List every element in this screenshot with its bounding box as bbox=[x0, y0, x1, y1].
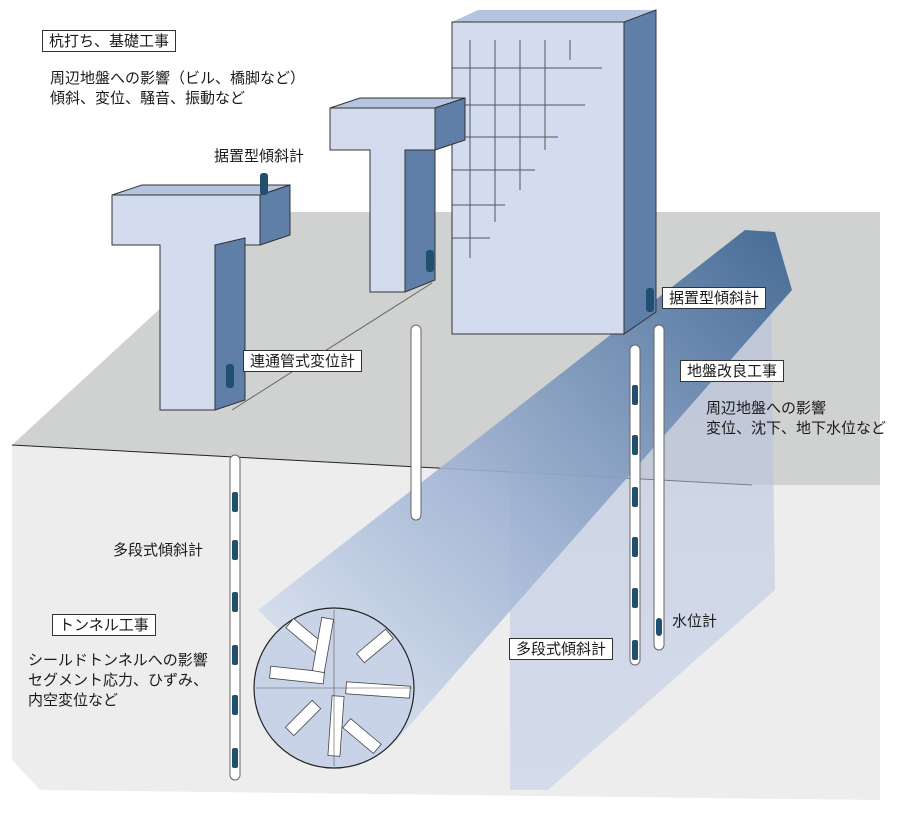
fixed-tiltmeter-top-label: 据置型傾斜計 bbox=[214, 147, 305, 165]
building-front bbox=[451, 21, 625, 335]
multi-tiltmeter-left-label: 多段式傾斜計 bbox=[113, 541, 204, 559]
tunnel-work-line-3: 内空変位など bbox=[28, 691, 119, 709]
ground-improvement-description: 周辺地盤への影響 変位、沈下、地下水位など bbox=[706, 398, 886, 438]
multi-tiltmeter-right-label: 多段式傾斜計 bbox=[509, 638, 614, 660]
pier-right bbox=[329, 97, 466, 293]
settlement-sensor-left bbox=[226, 364, 234, 388]
building-side bbox=[623, 9, 657, 335]
ground-improvement-line-2: 変位、沈下、地下水位など bbox=[706, 419, 887, 437]
fixed-tiltmeter-building-sensor bbox=[646, 288, 654, 312]
pile-work-line-2: 傾斜、変位、騒音、振動など bbox=[50, 89, 246, 107]
tunnel-work-line-1: シールドトンネルへの影響 bbox=[28, 651, 208, 669]
building-grid-lines bbox=[452, 40, 602, 258]
fixed-tiltmeter-top-sensor bbox=[260, 173, 268, 195]
pile-work-line-1: 周辺地盤への影響（ビル、橋脚など） bbox=[50, 69, 306, 87]
water-level-gauge-label: 水位計 bbox=[672, 612, 718, 630]
settlement-sensor-right bbox=[426, 250, 434, 272]
sensor-string-right bbox=[632, 385, 638, 660]
ground-improvement-line-1: 周辺地盤への影響 bbox=[706, 399, 827, 417]
pile-work-title: 杭打ち、基礎工事 bbox=[42, 30, 177, 52]
ground-improvement-title: 地盤改良工事 bbox=[680, 360, 785, 382]
pile-work-description: 周辺地盤への影響（ビル、橋脚など） 傾斜、変位、騒音、振動など bbox=[50, 68, 305, 108]
tunnel-work-description: シールドトンネルへの影響 セグメント応力、ひずみ、 内空変位など bbox=[28, 650, 208, 710]
sensor-string-left bbox=[232, 492, 238, 768]
pier-left bbox=[111, 184, 291, 411]
water-level-sensor bbox=[656, 618, 662, 636]
borehole-mid bbox=[410, 324, 422, 521]
tunnel-work-line-2: セグメント応力、ひずみ、 bbox=[28, 671, 209, 689]
settlement-gauge-label: 連通管式変位計 bbox=[243, 350, 363, 372]
settlement-tube-line bbox=[231, 282, 433, 411]
borehole-water-level bbox=[653, 324, 665, 651]
tunnel-cross-section bbox=[253, 607, 415, 769]
fixed-tiltmeter-building-label: 据置型傾斜計 bbox=[662, 287, 767, 309]
tunnel-work-title: トンネル工事 bbox=[52, 614, 156, 636]
building-top bbox=[452, 10, 656, 22]
